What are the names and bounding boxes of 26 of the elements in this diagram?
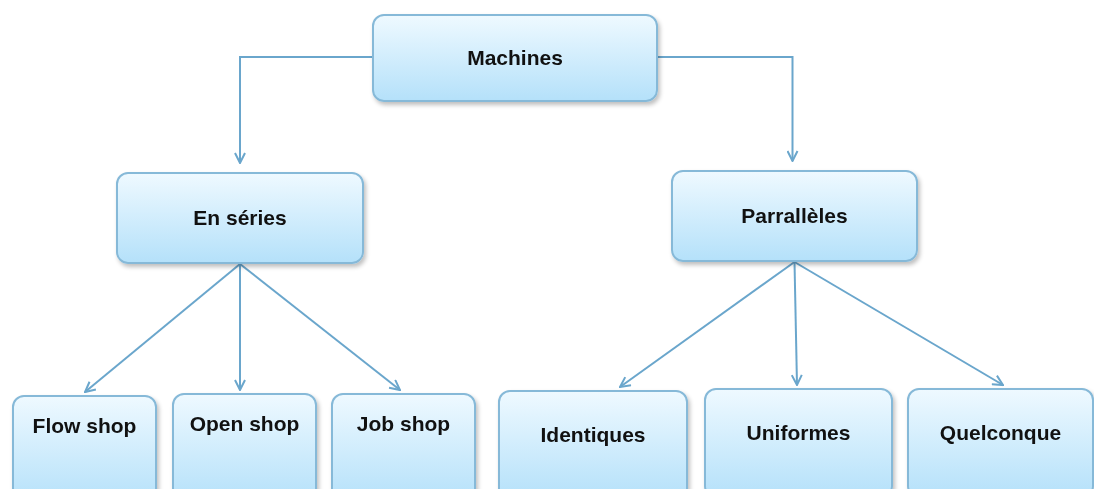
node-label: Parrallèles xyxy=(741,202,848,229)
node-label: Open shop xyxy=(189,411,300,437)
category-box xyxy=(116,172,364,264)
arrow xyxy=(239,263,401,391)
arrow xyxy=(657,56,799,162)
arrow xyxy=(84,263,241,393)
node-label: Flow shop xyxy=(32,413,137,439)
arrow xyxy=(619,261,796,388)
node-label: Uniformes xyxy=(746,420,851,446)
node-label: Job shop xyxy=(356,411,451,437)
arrow xyxy=(234,56,373,164)
node-label: Machines xyxy=(467,44,563,71)
category-box xyxy=(907,388,1094,489)
arrow xyxy=(790,261,803,386)
root-box xyxy=(372,14,658,102)
category-box xyxy=(671,170,918,262)
node-label: Identiques xyxy=(540,422,646,448)
category-box xyxy=(704,388,893,489)
arrow xyxy=(793,261,1004,386)
category-box xyxy=(12,395,157,489)
node-label: Quelconque xyxy=(939,420,1062,446)
arrow xyxy=(234,263,246,391)
node-label: En séries xyxy=(193,204,287,231)
category-box xyxy=(172,393,317,489)
category-box xyxy=(331,393,476,489)
category-box xyxy=(498,390,688,489)
